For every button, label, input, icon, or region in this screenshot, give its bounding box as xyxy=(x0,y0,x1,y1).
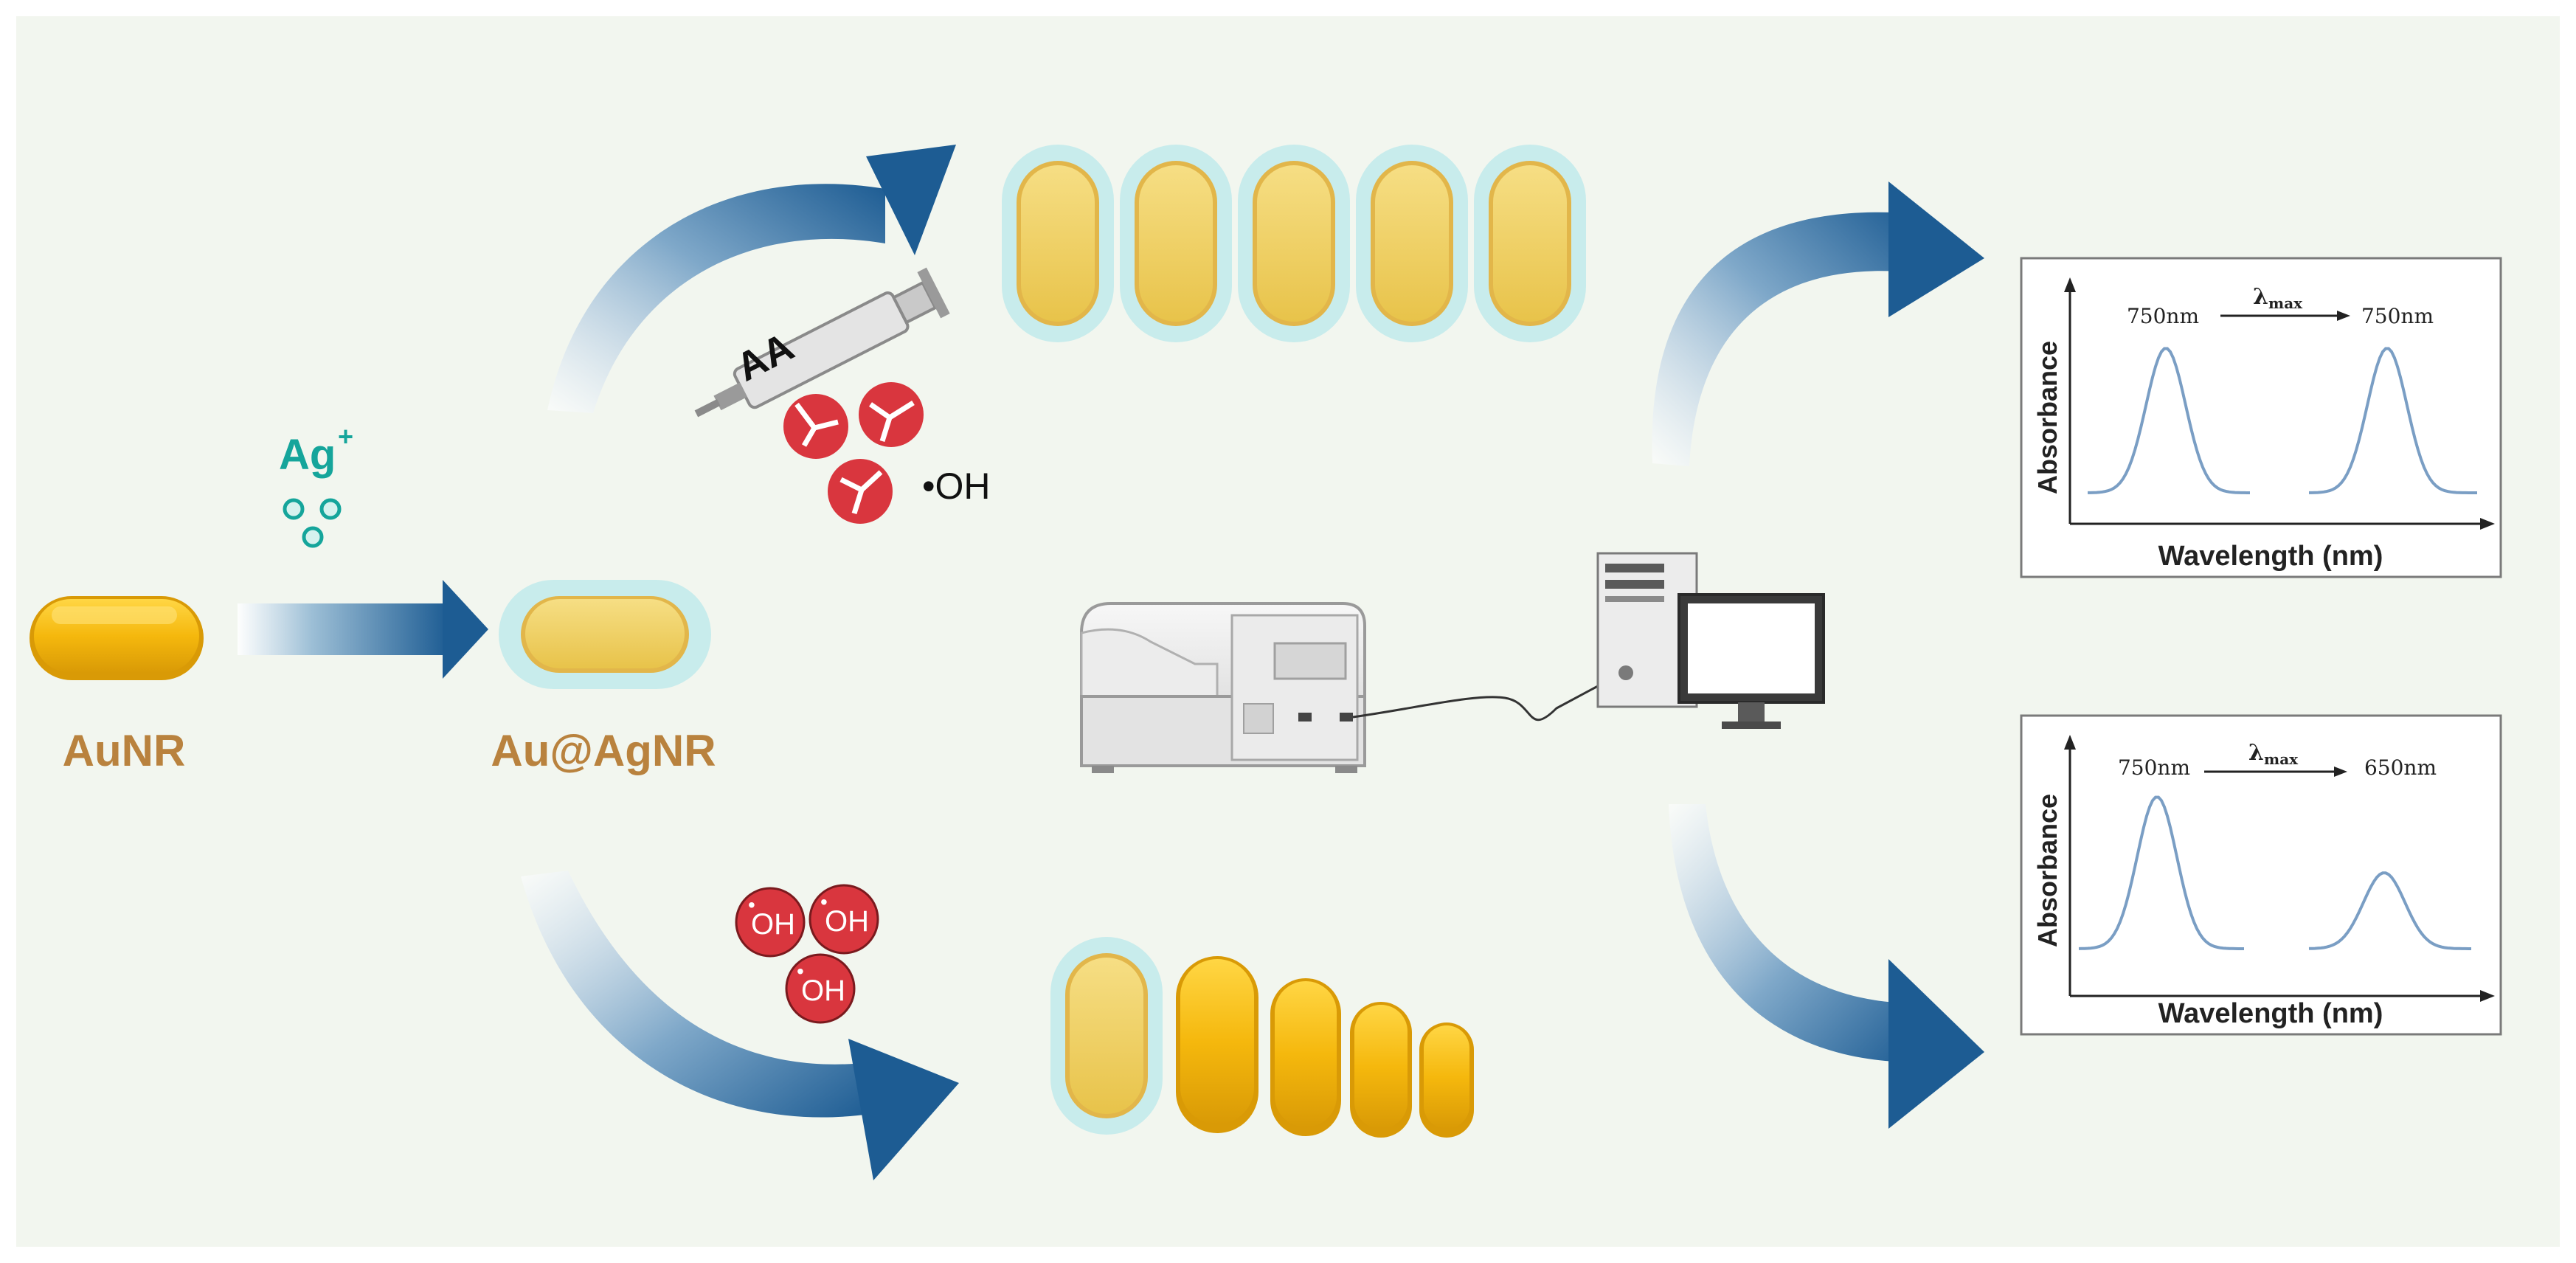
upper-rod-1 xyxy=(1002,145,1114,342)
upper-rod-5 xyxy=(1474,145,1586,342)
lower-rod-5 xyxy=(1419,1022,1474,1138)
upper-rod-row xyxy=(1002,145,1586,342)
scavenged-radical-1 xyxy=(783,394,848,459)
bottom-x-axis-label: Wavelength (nm) xyxy=(2158,998,2383,1029)
scavenged-radical-2 xyxy=(859,382,924,447)
top-x-axis-label: Wavelength (nm) xyxy=(2158,541,2383,572)
auagnr-particle xyxy=(499,580,711,689)
hydroxyl-radical-2: • OH xyxy=(809,884,879,955)
bottom-spectrum-curve-right xyxy=(2308,871,2471,950)
hydroxyl-radical-3: • OH xyxy=(785,953,856,1024)
top-spectrum-curve-left xyxy=(2088,347,2250,494)
lower-rod-3 xyxy=(1270,978,1341,1136)
bottom-spectrum-curve-left xyxy=(2078,795,2244,950)
ag-ion-label: Ag + xyxy=(279,421,353,479)
spectrum-panel-top: 750nm 750nm λmax Absorbance Wavelength (… xyxy=(2020,257,2502,578)
hydroxyl-radical-1-text: OH xyxy=(751,908,795,941)
auagnr-label: Au@AgNR xyxy=(491,726,716,775)
upper-rod-2 xyxy=(1120,145,1232,342)
upper-rod-4 xyxy=(1356,145,1468,342)
bottom-lambda-symbol: λmax xyxy=(2248,740,2299,768)
upper-rod-3 xyxy=(1238,145,1350,342)
top-right-peak-label: 750nm xyxy=(2361,304,2434,328)
scavenged-radical-3 xyxy=(828,459,893,524)
top-lambda-symbol: λmax xyxy=(2253,284,2303,312)
spectrum-panel-bottom: 750nm 650nm λmax Absorbance Wavelength (… xyxy=(2020,714,2502,1036)
top-spectrum-curve-right xyxy=(2309,347,2477,494)
oh-radical-label: •OH xyxy=(922,466,991,507)
lower-rod-1 xyxy=(1050,937,1163,1135)
hydroxyl-radical-2-text: OH xyxy=(825,905,869,938)
top-y-axis-label: Absorbance xyxy=(2032,341,2063,494)
ag-ion-dots xyxy=(283,498,342,548)
desktop-computer-icon xyxy=(1596,552,1825,729)
bottom-left-peak-label: 750nm xyxy=(2118,755,2190,780)
arrow-lower-branch xyxy=(521,871,959,1180)
lower-rod-4 xyxy=(1350,1002,1412,1138)
bottom-right-peak-label: 650nm xyxy=(2364,755,2437,780)
bottom-lambda-char: λ xyxy=(2248,740,2264,766)
top-lambda-sub: max xyxy=(2268,294,2303,312)
lower-rod-row xyxy=(1050,937,1474,1138)
bottom-lambda-sub: max xyxy=(2264,750,2299,768)
aunr-label: AuNR xyxy=(63,726,186,775)
arrow-to-bottom-spectrum xyxy=(1669,804,1984,1129)
arrow-aunr-to-auagnr xyxy=(238,580,488,679)
bottom-y-axis-label: Absorbance xyxy=(2032,794,2063,947)
aunr-particle xyxy=(30,596,204,680)
hydroxyl-radical-3-dot: • xyxy=(797,960,804,983)
hydroxyl-radical-3-text: OH xyxy=(801,975,845,1007)
ag-ion-charge: + xyxy=(338,421,353,451)
hydroxyl-radical-1-dot: • xyxy=(748,893,755,916)
spectrophotometer-icon xyxy=(1080,602,1366,773)
data-cable xyxy=(1352,685,1599,722)
lower-rod-2 xyxy=(1176,956,1258,1133)
ag-ion-text: Ag xyxy=(279,431,336,479)
arrow-to-top-spectrum xyxy=(1652,181,1984,466)
hydroxyl-radical-1: • OH xyxy=(735,887,806,958)
arrow-upper-branch xyxy=(547,145,956,413)
hydroxyl-radical-2-dot: • xyxy=(820,890,828,913)
top-lambda-char: λ xyxy=(2253,284,2268,310)
syringe-icon xyxy=(694,267,950,418)
top-left-peak-label: 750nm xyxy=(2127,304,2199,328)
